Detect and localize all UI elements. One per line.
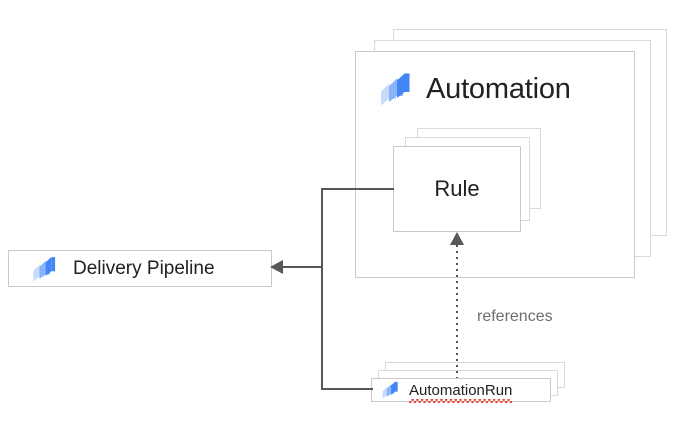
cloud-deploy-icon	[381, 381, 399, 399]
arrow-head-up-icon	[450, 232, 464, 245]
rule-card-front[interactable]	[393, 146, 521, 232]
connector-references-dotted	[456, 245, 458, 378]
arrow-head-left-icon	[270, 260, 283, 274]
cloud-deploy-icon	[31, 256, 57, 282]
spellcheck-squiggle	[409, 398, 513, 403]
connector-automation-run-segment	[321, 388, 373, 390]
rule-label: Rule	[434, 176, 480, 201]
automation-run-text: AutomationRun	[409, 381, 513, 399]
connector-vertical-spine	[321, 188, 323, 390]
automation-run-content: AutomationRun	[371, 378, 551, 403]
delivery-pipeline-box[interactable]: Delivery Pipeline	[8, 250, 272, 287]
automation-run-label: AutomationRun	[409, 381, 513, 403]
cloud-deploy-icon	[378, 72, 412, 106]
connector-rule-segment	[322, 188, 394, 190]
automation-run-card-front[interactable]	[371, 378, 551, 402]
automation-header: Automation	[378, 67, 571, 111]
references-edge-label: references	[477, 308, 553, 325]
automation-title: Automation	[426, 72, 571, 105]
connector-delivery-pipeline-segment	[281, 266, 323, 268]
delivery-pipeline-label: Delivery Pipeline	[73, 257, 215, 279]
